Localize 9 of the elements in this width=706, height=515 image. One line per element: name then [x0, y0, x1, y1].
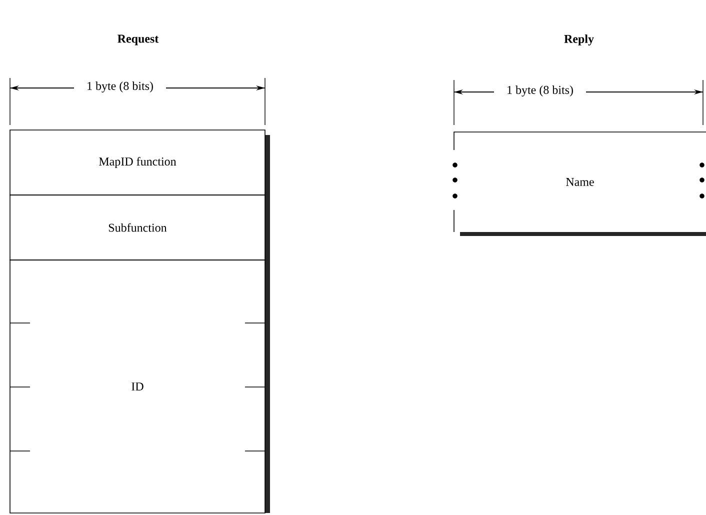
field-box: ID	[10, 260, 266, 514]
node-label: Name	[566, 178, 594, 186]
field-box: Subfunction	[10, 194, 266, 260]
dimension-label: 1 byte (8 bits)	[86, 80, 154, 94]
field-box: MapID function	[10, 130, 266, 196]
field-box: Name	[452, 132, 706, 232]
heading: Reply	[564, 34, 594, 46]
heading: Request	[118, 34, 159, 46]
dimension-label: 1 byte (8 bits)	[506, 84, 574, 98]
